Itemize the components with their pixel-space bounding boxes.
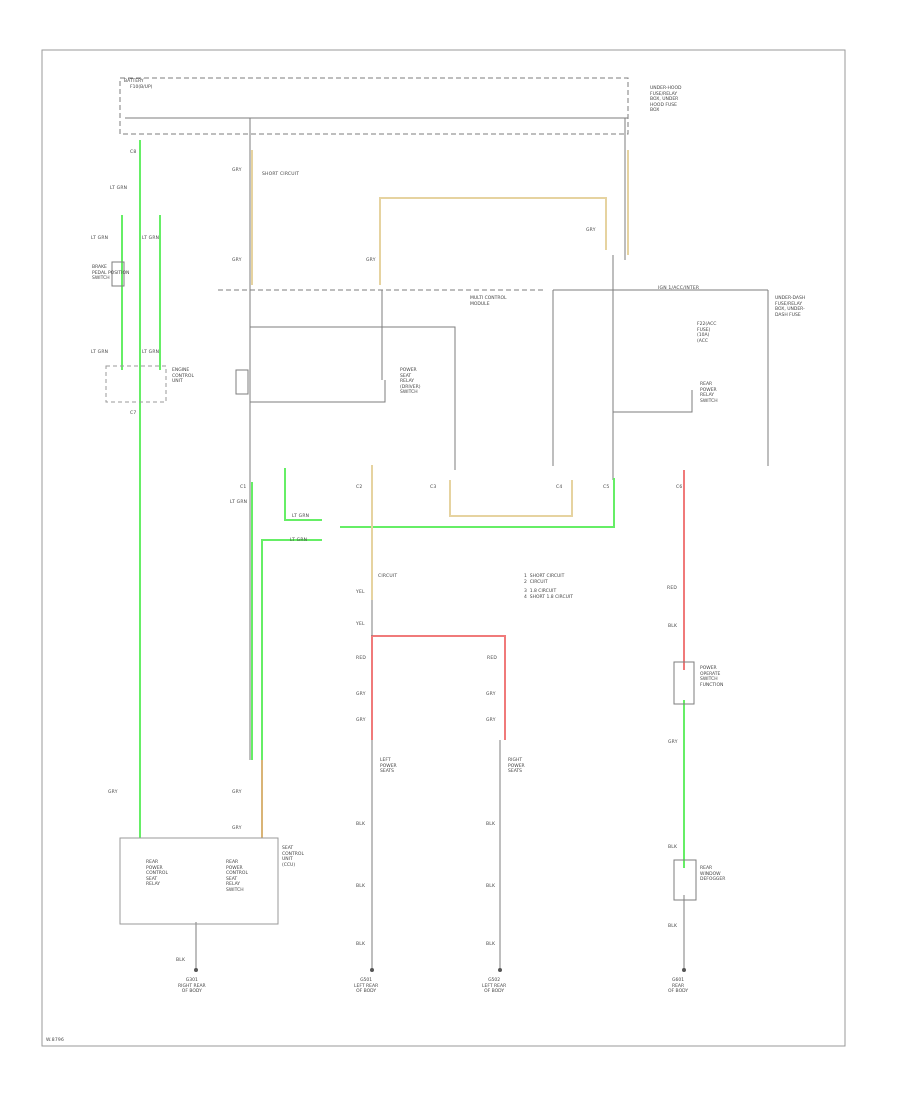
ground-dot-1	[194, 968, 198, 972]
ign-acc-inter-label: IGN 1/ACC/INTER	[658, 286, 700, 291]
figure-id: W.8796	[46, 1038, 65, 1043]
green-wire-h3	[261, 539, 322, 760]
rear-defogger-label: REAR WINDOW DEFOGGER	[700, 866, 726, 882]
top-fuse-left-label: BATTERY F10(B/UP)	[124, 79, 152, 90]
battery-label: BATTERY	[124, 79, 144, 84]
fuse-b-up-label: F10(B/UP)	[130, 84, 153, 90]
ground-g501-label: G501 LEFT REAR OF BODY	[354, 978, 379, 994]
rear-defogger-box	[673, 859, 697, 901]
seat-relay-left-label: REAR POWER CONTROL SEAT RELAY	[146, 860, 168, 887]
rear-relay-label: REAR POWER RELAY SWITCH	[700, 382, 718, 404]
green-wire-h1	[284, 468, 322, 521]
multi-control-module-label: MULTI CONTROL MODULE	[470, 296, 507, 307]
seat-control-unit-label: SEAT CONTROL UNIT (CCU)	[282, 846, 304, 868]
top-fuse-right-label: UNDER-HOOD FUSE/RELAY BOX, UNDER HOOD FU…	[650, 86, 682, 113]
ground-g301-label: G301 RIGHT REAR OF BODY	[178, 978, 206, 994]
ground-g601-label: G601 REAR OF BODY	[668, 978, 689, 994]
engine-control-label: ENGINE CONTROL UNIT	[172, 368, 194, 384]
module-wire-3	[613, 390, 693, 413]
green-wire-h2	[340, 478, 615, 528]
engine-control-box	[105, 365, 167, 403]
brake-switch-label: BRAKE PEDAL POSITION SWITCH	[92, 265, 130, 281]
diagram-frame	[41, 49, 846, 1047]
ground-dot-2	[370, 968, 374, 972]
power-relay-box	[673, 661, 695, 705]
right-power-seats-label: RIGHT POWER SEATS	[508, 758, 525, 774]
power-operate-switch-label: POWER OPERATE SWITCH FUNCTION	[700, 666, 724, 688]
red-wire-seat	[371, 635, 506, 740]
ground-dot-3	[498, 968, 502, 972]
tan-wire-bottom	[449, 480, 573, 517]
ground-dot-4	[682, 968, 686, 972]
module-wire-2	[250, 380, 386, 403]
seat-relay-right-label: REAR POWER CONTROL SEAT RELAY SWITCH	[226, 860, 248, 893]
relay-symbol-left	[235, 369, 249, 395]
ground-g502-label: G502 LEFT REAR OF BODY	[482, 978, 507, 994]
power-seat-relay-label: POWER SEAT RELAY (DRIVER) SWITCH	[400, 368, 421, 395]
brake-switch-box	[111, 261, 125, 287]
tan-wire-top	[379, 197, 607, 285]
left-power-seats-label: LEFT POWER SEATS	[380, 758, 397, 774]
short-circuit-label: SHORT CIRCUIT	[262, 172, 300, 177]
seat-control-unit-box	[119, 837, 279, 925]
module-wire-1	[250, 326, 456, 470]
acc-fuse-label: F22(ACC FUSE) (10A) (ACC	[697, 322, 717, 344]
diagram-legend: 1 SHORT CIRCUIT 2 CIRCUIT 3 1.8 CIRCUIT …	[524, 574, 573, 600]
under-dash-fuse-label: UNDER-DASH FUSE/RELAY BOX, UNDER- DASH F…	[775, 296, 806, 318]
top-fuse-box	[119, 77, 629, 135]
